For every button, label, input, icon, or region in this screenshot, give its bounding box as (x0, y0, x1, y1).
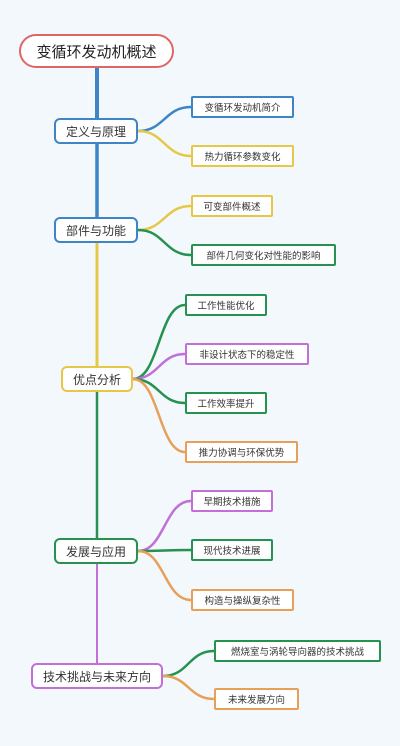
leaf-node[interactable]: 燃烧室与涡轮导向器的技术挑战 (214, 640, 381, 662)
leaf-connector (132, 303, 186, 381)
leaf-label: 热力循环参数变化 (204, 152, 281, 163)
root-label: 变循环发动机概述 (36, 42, 157, 61)
leaf-node[interactable]: 早期技术措施 (191, 490, 273, 512)
branch-node[interactable]: 优点分析 (61, 366, 133, 392)
leaf-node[interactable]: 工作效率提升 (185, 392, 267, 414)
branch-label: 定义与原理 (65, 124, 126, 139)
leaf-label: 工作性能优化 (197, 301, 255, 312)
leaf-connector (132, 377, 186, 454)
leaf-label: 推力协调与环保优势 (198, 448, 285, 459)
leaf-connector (162, 674, 215, 701)
branch-node[interactable]: 发展与应用 (54, 538, 138, 564)
branch-label: 优点分析 (72, 372, 121, 387)
leaf-node[interactable]: 变循环发动机简介 (191, 96, 294, 118)
leaf-connector (137, 129, 192, 158)
leaf-connector (137, 228, 192, 257)
leaf-node[interactable]: 未来发展方向 (214, 688, 299, 710)
leaf-label: 现代技术进展 (203, 546, 261, 557)
leaf-node[interactable]: 现代技术进展 (191, 539, 273, 561)
leaf-connectors (132, 105, 215, 701)
leaf-label: 燃烧室与涡轮导向器的技术挑战 (230, 647, 364, 658)
branch-node[interactable]: 技术挑战与未来方向 (31, 663, 163, 689)
root-node[interactable]: 变循环发动机概述 (19, 34, 174, 68)
leaf-label: 未来发展方向 (227, 695, 285, 706)
leaf-connector (137, 105, 192, 133)
leaf-label: 可变部件概述 (203, 202, 261, 213)
leaf-node[interactable]: 非设计状态下的稳定性 (185, 343, 309, 365)
leaf-node[interactable]: 可变部件概述 (191, 195, 273, 217)
leaf-node[interactable]: 部件几何变化对性能的影响 (191, 244, 336, 266)
leaf-label: 工作效率提升 (197, 399, 255, 410)
leaf-connector (132, 352, 186, 381)
leaf-connector (137, 549, 192, 602)
branch-node[interactable]: 部件与功能 (54, 217, 138, 243)
branch-node[interactable]: 定义与原理 (54, 118, 138, 144)
branch-label: 技术挑战与未来方向 (42, 669, 151, 684)
branch-label: 发展与应用 (65, 544, 126, 559)
leaf-label: 早期技术措施 (203, 497, 261, 508)
leaf-connector (162, 649, 215, 678)
leaf-connector (137, 499, 192, 553)
leaf-node[interactable]: 工作性能优化 (185, 294, 267, 316)
leaf-label: 部件几何变化对性能的影响 (206, 251, 321, 262)
leaf-label: 变循环发动机简介 (204, 103, 281, 114)
leaf-label: 非设计状态下的稳定性 (199, 350, 295, 361)
leaf-connector (137, 204, 192, 232)
leaf-node[interactable]: 推力协调与环保优势 (185, 441, 298, 463)
branch-label: 部件与功能 (65, 223, 126, 238)
leaf-label: 构造与操纵复杂性 (204, 596, 281, 607)
leaf-node[interactable]: 构造与操纵复杂性 (191, 589, 294, 611)
leaf-node[interactable]: 热力循环参数变化 (191, 145, 294, 167)
leaf-connector (137, 548, 192, 553)
